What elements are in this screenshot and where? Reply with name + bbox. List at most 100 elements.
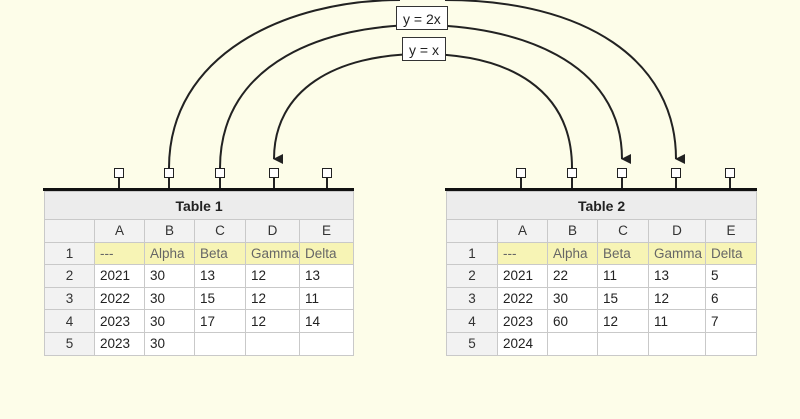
table-1-top-border [43, 188, 354, 191]
cell[interactable]: 2021 [497, 264, 548, 288]
column-header[interactable]: D [245, 219, 300, 243]
port-t1-a[interactable] [114, 168, 124, 178]
port-t2-b[interactable] [567, 168, 577, 178]
cell[interactable]: 13 [194, 264, 246, 288]
cell[interactable]: 6 [704, 286, 758, 311]
cell[interactable] [194, 331, 246, 356]
cell[interactable]: 13 [648, 264, 706, 288]
column-header[interactable]: A [94, 219, 145, 243]
port-t1-c[interactable] [215, 168, 225, 178]
cell[interactable]: Beta [194, 241, 246, 266]
column-header[interactable]: E [298, 219, 355, 243]
cell[interactable]: 12 [245, 286, 300, 311]
cell[interactable]: 60 [547, 309, 598, 333]
cell[interactable]: 2023 [94, 331, 145, 356]
cell[interactable]: 12 [245, 264, 300, 288]
corner-cell [446, 219, 498, 243]
cell[interactable]: 13 [298, 264, 355, 288]
table-2-title: Table 2 [445, 191, 758, 220]
cell[interactable]: --- [497, 241, 548, 266]
cell[interactable]: 2023 [497, 309, 548, 333]
cell[interactable]: 30 [144, 286, 195, 311]
cell[interactable]: 11 [597, 264, 649, 288]
row-header[interactable]: 2 [446, 264, 498, 288]
cell[interactable]: 12 [245, 309, 300, 333]
port-t2-a[interactable] [516, 168, 526, 178]
cell[interactable]: 2024 [497, 331, 548, 356]
row-header[interactable]: 5 [44, 331, 95, 356]
cell[interactable]: 11 [298, 286, 355, 311]
cell[interactable]: 7 [704, 309, 758, 333]
column-header[interactable]: B [144, 219, 195, 243]
wire-inner[interactable] [273, 52, 573, 169]
cell[interactable]: 12 [648, 286, 706, 311]
port-t1-e[interactable] [322, 168, 332, 178]
cell[interactable]: 11 [648, 309, 706, 333]
cell[interactable]: 12 [597, 309, 649, 333]
port-stem [219, 178, 221, 189]
column-header[interactable]: C [194, 219, 246, 243]
port-stem [520, 178, 522, 189]
cell[interactable]: Beta [597, 241, 649, 266]
port-t2-c[interactable] [617, 168, 627, 178]
cell[interactable]: Gamma [245, 241, 300, 266]
corner-cell [44, 219, 95, 243]
cell[interactable]: 30 [144, 264, 195, 288]
column-header[interactable]: C [597, 219, 649, 243]
table-row: 4 2023 60 12 11 7 [446, 309, 758, 333]
cell[interactable]: 30 [144, 331, 195, 356]
row-header[interactable]: 4 [446, 309, 498, 333]
cell[interactable]: 5 [704, 264, 758, 288]
cell[interactable]: Alpha [144, 241, 195, 266]
cell[interactable]: 30 [547, 286, 598, 311]
port-stem [273, 178, 275, 189]
cell[interactable]: 2022 [497, 286, 548, 311]
port-t1-d[interactable] [269, 168, 279, 178]
column-header[interactable]: B [547, 219, 598, 243]
row-header[interactable]: 1 [44, 241, 95, 266]
cell[interactable]: 15 [597, 286, 649, 311]
cell[interactable]: 2022 [94, 286, 145, 311]
cell[interactable]: 14 [298, 309, 355, 333]
formula-label-double[interactable]: y = 2x [396, 6, 448, 30]
cell[interactable]: 2023 [94, 309, 145, 333]
row-header[interactable]: 2 [44, 264, 95, 288]
port-t2-e[interactable] [725, 168, 735, 178]
row-header[interactable]: 5 [446, 331, 498, 356]
cell[interactable] [245, 331, 300, 356]
wire-outer-right[interactable] [444, 0, 686, 164]
cell[interactable]: 17 [194, 309, 246, 333]
cell[interactable]: 30 [144, 309, 195, 333]
cell[interactable]: Alpha [547, 241, 598, 266]
cell[interactable]: --- [94, 241, 145, 266]
cell[interactable]: Delta [298, 241, 355, 266]
cell[interactable] [298, 331, 355, 356]
port-stem [118, 178, 120, 189]
row-header[interactable]: 3 [446, 286, 498, 311]
cell[interactable] [704, 331, 758, 356]
cell[interactable]: Delta [704, 241, 758, 266]
formula-label-identity[interactable]: y = x [402, 37, 446, 61]
cell[interactable] [597, 331, 649, 356]
table-row: 1 --- Alpha Beta Gamma Delta [44, 241, 355, 266]
port-stem [571, 178, 573, 189]
port-t2-d[interactable] [671, 168, 681, 178]
cell[interactable] [547, 331, 598, 356]
port-stem [729, 178, 731, 189]
table-row: 2 2021 30 13 12 13 [44, 264, 355, 288]
row-header[interactable]: 1 [446, 241, 498, 266]
table-row: 5 2023 30 [44, 331, 355, 356]
cell[interactable]: 22 [547, 264, 598, 288]
cell[interactable]: 15 [194, 286, 246, 311]
table-row: 3 2022 30 15 12 6 [446, 286, 758, 311]
cell[interactable] [648, 331, 706, 356]
column-header[interactable]: E [704, 219, 758, 243]
port-t1-b[interactable] [164, 168, 174, 178]
cell[interactable]: 2021 [94, 264, 145, 288]
cell[interactable]: Gamma [648, 241, 706, 266]
table-row: 4 2023 30 17 12 14 [44, 309, 355, 333]
column-header[interactable]: D [648, 219, 706, 243]
row-header[interactable]: 4 [44, 309, 95, 333]
row-header[interactable]: 3 [44, 286, 95, 311]
column-header[interactable]: A [497, 219, 548, 243]
